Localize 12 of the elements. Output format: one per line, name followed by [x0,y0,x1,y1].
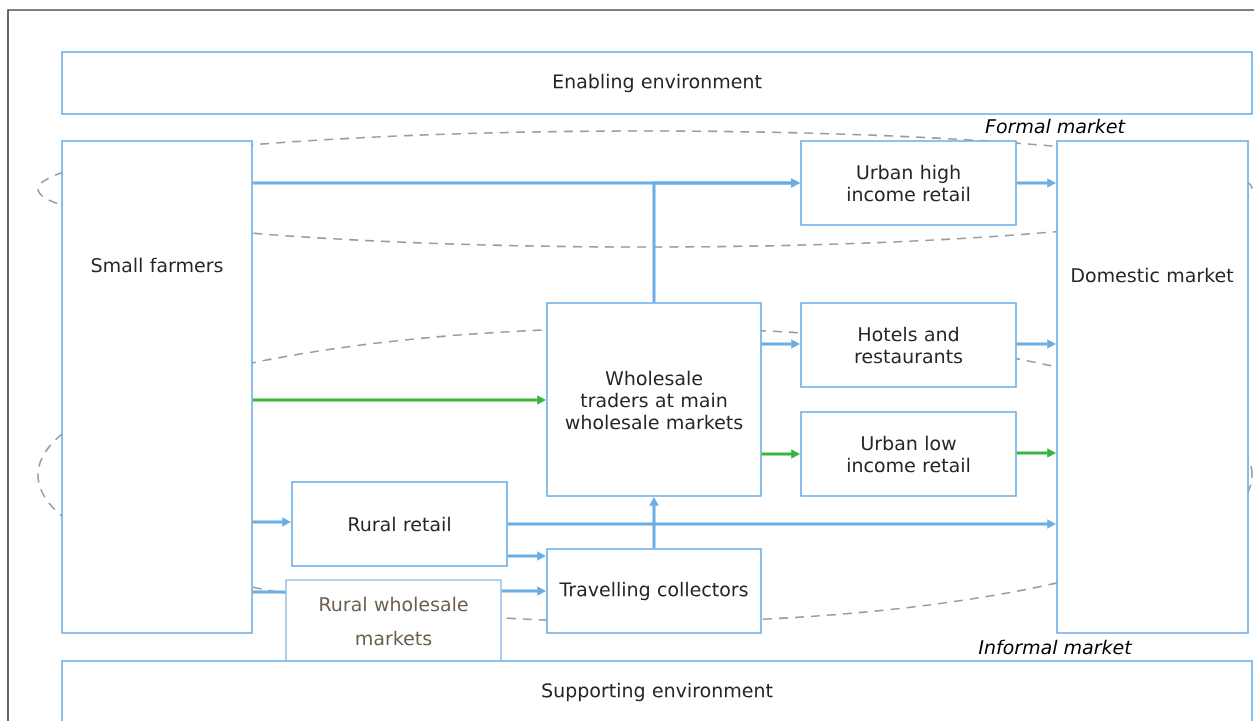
process-box: Hotels and restaurants [800,302,1017,388]
process-box: Urban high income retail [800,140,1017,226]
process-box: Rural retail [291,481,508,567]
process-box: Urban low income retail [800,411,1017,497]
environment-band: Enabling environment [61,51,1253,115]
process-box: Travelling collectors [546,548,762,634]
process-box: Rural wholesale markets [285,579,502,663]
process-box: Domestic market [1056,140,1249,634]
region-label: Formal market [985,118,1126,134]
region-label: Informal market [978,639,1133,655]
process-box: Small farmers [61,140,253,634]
process-box: Wholesale traders at main wholesale markets [546,302,762,497]
